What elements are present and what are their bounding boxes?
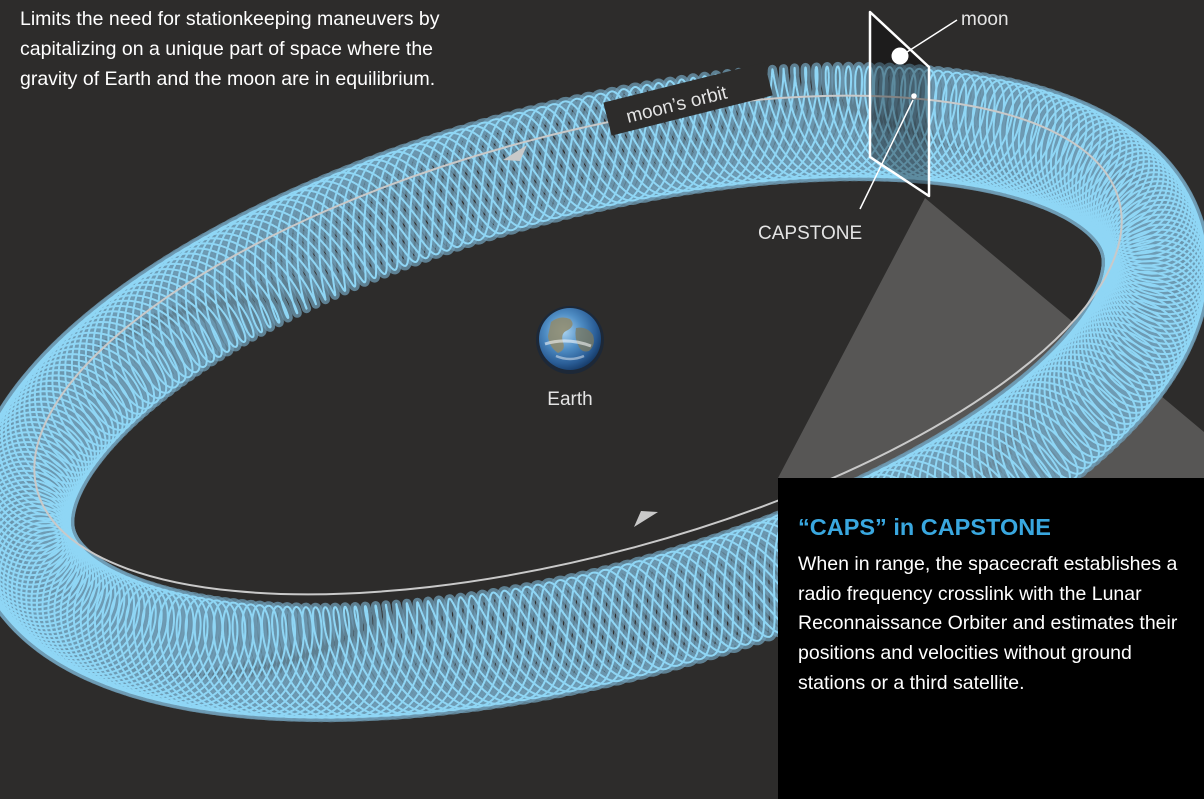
orbit-arrow-lower	[634, 511, 658, 527]
orbit-arrow-upper	[503, 145, 527, 161]
intro-text: Limits the need for stationkeeping maneu…	[20, 8, 440, 90]
moon-orbit-line	[33, 94, 1123, 596]
orbital-plane	[868, 10, 931, 198]
moon-label: moon	[961, 9, 1009, 30]
capstone-label: CAPSTONE	[758, 223, 862, 244]
caps-callout: “CAPS” in CAPSTONE When in range, the sp…	[778, 478, 1204, 799]
capstone-marker	[911, 93, 917, 99]
earth-icon	[536, 306, 604, 374]
trajectory-loop	[0, 66, 1204, 719]
moon-marker	[891, 47, 909, 65]
earth-label: Earth	[547, 389, 592, 410]
callout-title: “CAPS” in CAPSTONE	[798, 514, 1051, 540]
callout-body: When in range, the spacecraft establishe…	[798, 553, 1178, 694]
